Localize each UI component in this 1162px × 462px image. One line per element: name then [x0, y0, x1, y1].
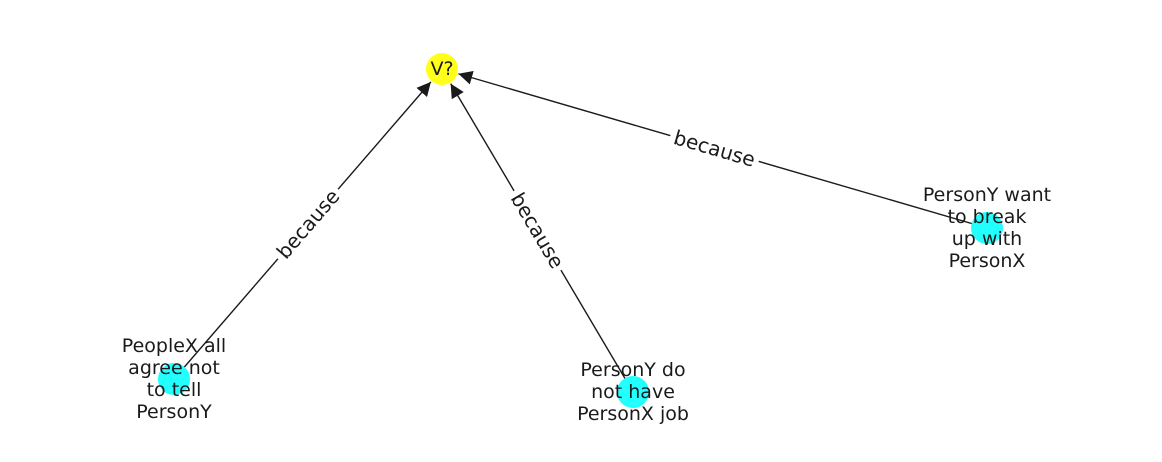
nodes-layer [158, 53, 1003, 408]
edge-label-text: because [671, 125, 758, 171]
source-node-n3 [971, 212, 1003, 244]
source-node-n2 [617, 376, 649, 408]
edge-label-n1: because [267, 180, 349, 268]
target-node [426, 53, 458, 85]
edge-label-text: because [272, 185, 345, 264]
edge-label-background [502, 183, 573, 278]
node-label-v: V? [430, 58, 453, 80]
edge-label-text: because [506, 188, 569, 272]
edge-label-n2: because [502, 183, 573, 278]
edge-label-n3: because [666, 122, 763, 175]
source-node-n1 [158, 363, 190, 395]
edge-label-background [666, 122, 763, 175]
edge-label-background [267, 180, 349, 268]
